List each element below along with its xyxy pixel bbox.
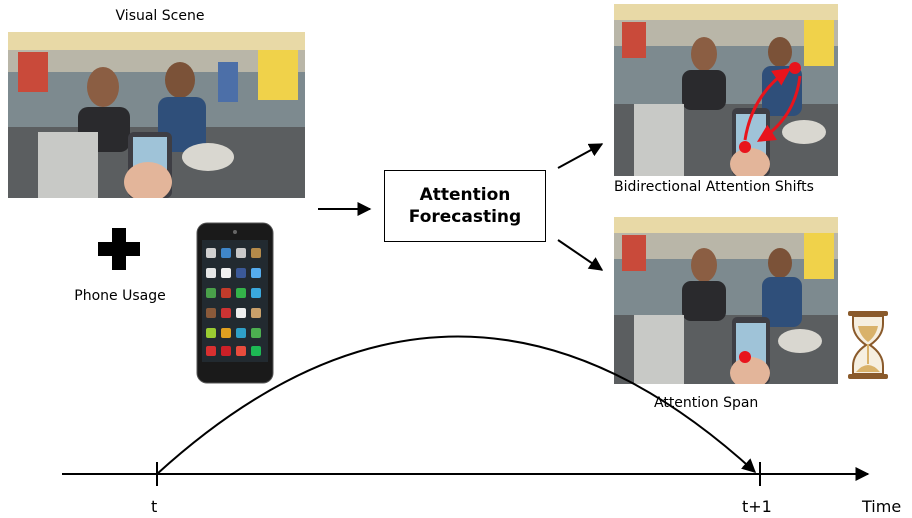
arrow-icon: [557, 143, 604, 169]
bidirectional-shifts-label: Bidirectional Attention Shifts: [614, 179, 814, 195]
attention-shift-arrow-up: [743, 67, 791, 141]
plus-icon: [98, 228, 140, 270]
attention-span-photo: [614, 217, 838, 384]
box-title-line1: Attention: [419, 185, 511, 205]
time-label-t-plus-1: t+1: [742, 497, 772, 516]
hourglass-icon: [838, 306, 898, 384]
time-label-t: t: [151, 497, 158, 516]
forecast-arc: [156, 335, 757, 475]
attention-shift-arrow-down: [756, 75, 802, 142]
visual-scene-photo: [8, 32, 305, 198]
gaze-point-span: [739, 351, 751, 363]
phone-usage-label: Phone Usage: [74, 288, 166, 304]
gaze-point-face: [789, 62, 801, 74]
time-axis-label: Time: [862, 497, 902, 516]
box-title-line2: Forecasting: [408, 207, 522, 227]
visual-scene-label: Visual Scene: [115, 8, 205, 24]
attention-forecasting-box: Attention Forecasting: [384, 170, 546, 242]
smartphone-icon: [196, 222, 274, 384]
gaze-point-phone: [739, 141, 751, 153]
arrow-icon: [557, 239, 604, 271]
attention-span-label: Attention Span: [654, 395, 759, 411]
